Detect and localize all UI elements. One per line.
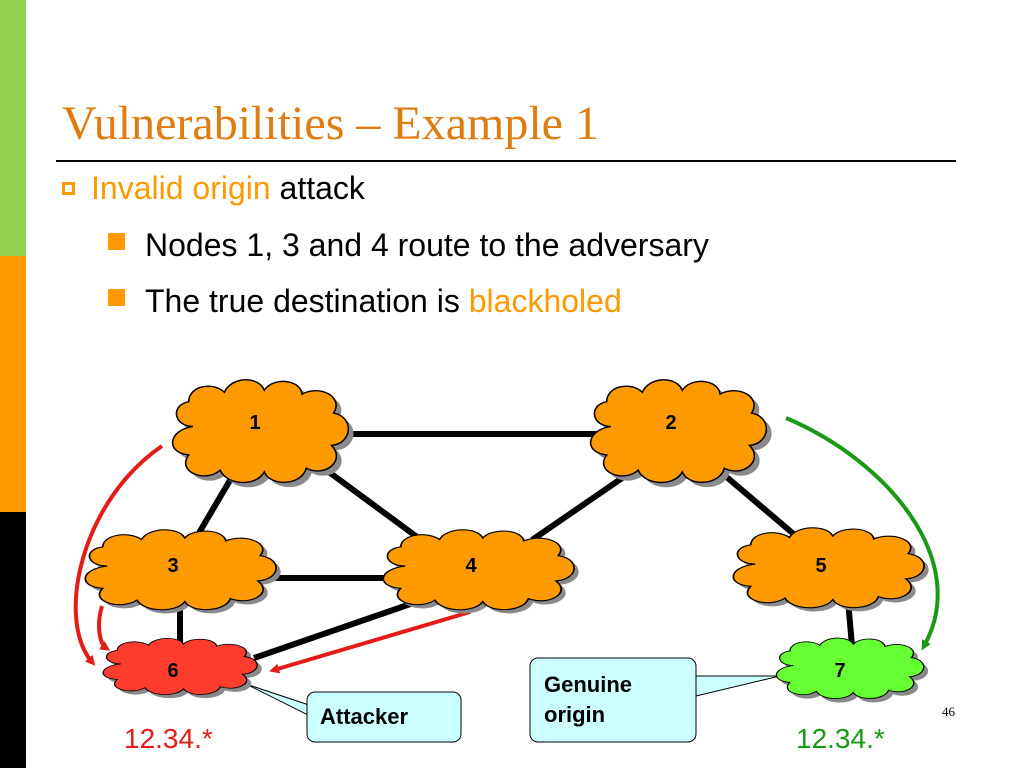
node-4-label: 4 [465, 555, 477, 577]
bullet-text: Nodes 1, 3 and 4 route to the adversary [145, 227, 709, 263]
genuine-callout-box [529, 657, 697, 743]
red-arrow-node1-to-attacker [73, 444, 164, 666]
link-4-6 [253, 597, 423, 661]
attacker-callout-text: Attacker [320, 704, 408, 729]
node-7-label: 7 [834, 660, 845, 682]
links [177, 431, 855, 661]
genuine-callout-line2: origin [544, 702, 605, 727]
link-2-4 [530, 471, 630, 543]
bullet-highlight: blackholed [468, 283, 622, 319]
node-1-label: 1 [249, 412, 260, 434]
red-arrow-node3-to-attacker [97, 605, 111, 651]
bullet-nodes-route: Nodes 1, 3 and 4 route to the adversary [108, 225, 709, 265]
slide-title: Vulnerabilities – Example 1 [62, 97, 599, 150]
bullet-invalid-origin: Invalid origin attack [62, 168, 365, 208]
node-5-label: 5 [815, 555, 826, 577]
green-arrow-node2-to-genuine [785, 416, 940, 651]
node-1-cloud [171, 379, 354, 488]
node-3-label: 3 [167, 555, 178, 577]
attacker-callout-box [306, 691, 462, 743]
sidebar-orange-segment [0, 256, 26, 512]
square-bullet-icon [108, 289, 125, 306]
hollow-square-bullet-icon [62, 182, 75, 195]
bullet-text: attack [270, 170, 365, 206]
attacker-prefix-label: 12.34.* [124, 723, 213, 754]
genuine-callout-line1: Genuine [544, 672, 632, 697]
node-3-cloud [84, 528, 281, 614]
node-6-label: 6 [167, 660, 178, 682]
sidebar-stripe [0, 0, 26, 768]
node-6-attacker-cloud [102, 637, 262, 699]
square-bullet-icon [108, 233, 125, 250]
bullet-text: The true destination is [145, 283, 469, 319]
sidebar-black-segment [0, 512, 26, 768]
node-2-cloud [589, 379, 772, 488]
link-1-3 [193, 468, 239, 540]
link-1-4 [316, 461, 434, 551]
bullet-blackholed: The true destination is blackholed [108, 281, 622, 321]
link-2-5 [714, 465, 798, 539]
title-underline [56, 160, 956, 162]
node-2-label: 2 [665, 412, 676, 434]
node-4-cloud [382, 528, 579, 614]
bullet-highlight: Invalid origin [91, 170, 271, 206]
genuine-callout-tail [695, 675, 781, 697]
genuine-prefix-label: 12.34.* [796, 723, 885, 754]
page-number: 46 [942, 704, 955, 719]
node-7-genuine-cloud [775, 637, 929, 703]
node-5-cloud [732, 526, 929, 612]
red-arrow-node4-to-attacker [269, 610, 471, 674]
sidebar-green-segment [0, 0, 26, 256]
